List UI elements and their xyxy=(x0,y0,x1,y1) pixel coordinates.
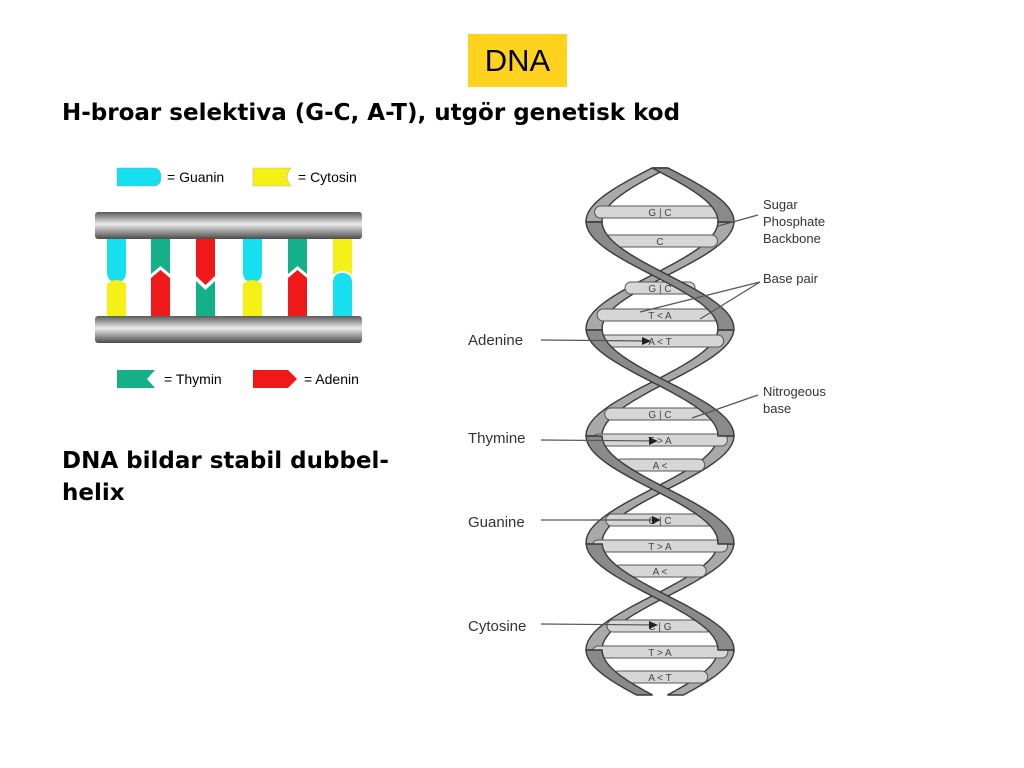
base-pair-label: A < xyxy=(653,567,668,578)
backbone-ribbon xyxy=(585,649,653,696)
adenin-swatch-icon xyxy=(253,370,297,388)
base-pair-label: G | C xyxy=(648,410,671,421)
cytosin-base xyxy=(107,280,126,316)
cytosin-swatch-icon xyxy=(252,167,292,187)
legend-guanin-label: = Guanin xyxy=(167,169,224,185)
base-pair-label: C | G xyxy=(648,622,671,633)
base-pair-label: T > A xyxy=(648,648,672,659)
base-pair-label: A < xyxy=(653,461,668,472)
backbone-ribbon xyxy=(585,543,735,651)
label-sugar: Sugar xyxy=(763,197,798,212)
slide-title-box: DNA xyxy=(468,34,567,87)
base-pair-label: T < A xyxy=(648,311,672,322)
base-pair-label: A < T xyxy=(648,673,671,684)
guanin-base xyxy=(243,239,262,282)
legend-thymin: = Thymin xyxy=(117,370,222,388)
label-phosphate: Phosphate xyxy=(763,214,825,229)
label-base: base xyxy=(763,401,791,416)
thymin-swatch-icon xyxy=(117,370,155,388)
backbone-ribbon xyxy=(585,329,735,437)
thymin-base xyxy=(288,239,307,274)
cytosin-base xyxy=(333,239,352,275)
legend-guanin: = Guanin xyxy=(116,167,224,187)
backbone-rod-top xyxy=(95,212,362,239)
guanin-base xyxy=(333,273,352,316)
bullet-text-hbonds: H-broar selektiva (G-C, A-T), utgör gene… xyxy=(62,100,681,126)
thymin-base xyxy=(196,281,215,316)
backbone-ribbon xyxy=(585,221,735,331)
label-adenine: Adenine xyxy=(468,332,523,349)
label-cytosine: Cytosine xyxy=(468,618,526,635)
thymin-base xyxy=(151,239,170,274)
legend-cytosin: = Cytosin xyxy=(252,167,357,187)
guanin-swatch-icon xyxy=(116,167,162,187)
slide-title: DNA xyxy=(484,42,551,78)
double-helix-diagram: G | C C G | C T < A A < T G | C T > A A < G | C T… xyxy=(468,167,826,696)
backbone-ribbon xyxy=(585,435,735,545)
base-pair-label: C xyxy=(656,237,663,248)
base-pair-label: T > A xyxy=(648,542,672,553)
bullet-text-helix: DNA bildar stabil dubbel-helix xyxy=(62,448,389,506)
adenin-base xyxy=(288,270,307,316)
cytosin-base xyxy=(243,280,262,316)
legend-thymin-label: = Thymin xyxy=(164,371,222,387)
guanin-base xyxy=(107,239,126,282)
annotation-arrowheads xyxy=(642,337,661,629)
label-guanine: Guanine xyxy=(468,514,525,531)
annotation-lines xyxy=(540,214,761,626)
helix-left-labels: Adenine Thymine Guanine Cytosine xyxy=(468,332,526,635)
label-nitrogeous: Nitrogeous xyxy=(763,384,826,399)
legend-adenin-label: = Adenin xyxy=(304,371,359,387)
legend-adenin: = Adenin xyxy=(253,370,359,388)
label-base-pair: Base pair xyxy=(763,271,819,286)
label-backbone: Backbone xyxy=(763,231,821,246)
adenin-base xyxy=(196,239,215,285)
base-pair-label: T > A xyxy=(648,436,672,447)
adenin-base xyxy=(151,270,170,316)
backbone-rod-bottom xyxy=(95,316,362,343)
base-pair-schematic: = Guanin = Cytosin = Thymin xyxy=(95,167,362,388)
helix-right-labels: Sugar Phosphate Backbone Base pair Nitro… xyxy=(763,197,826,416)
label-thymine: Thymine xyxy=(468,430,526,447)
legend-cytosin-label: = Cytosin xyxy=(298,169,357,185)
base-pair-label: G | C xyxy=(648,208,671,219)
base-pair-label: G | C xyxy=(648,284,671,295)
base-pair-label: A < T xyxy=(648,337,671,348)
helix-front-strand xyxy=(585,167,735,696)
backbone-ribbon xyxy=(667,649,735,696)
base-pair-label: G | C xyxy=(648,516,671,527)
